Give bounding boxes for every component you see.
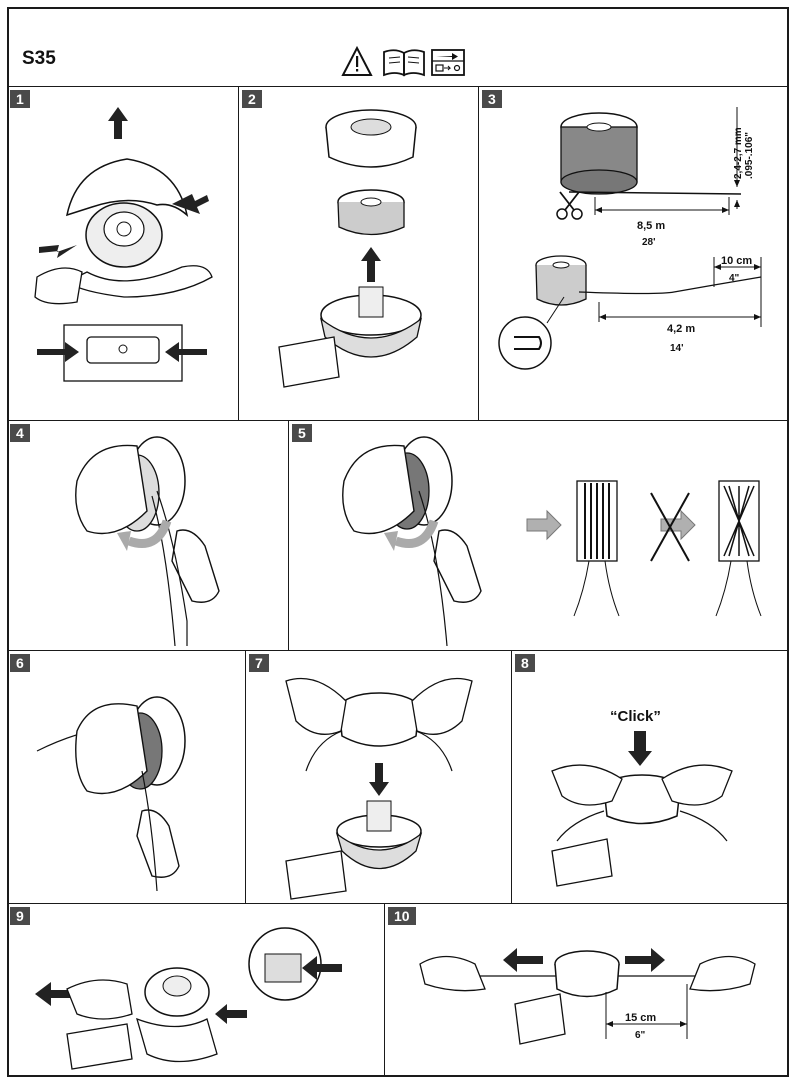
- click-label: “Click”: [610, 708, 661, 725]
- step-panel-8: 8 “Click”: [512, 650, 789, 903]
- line-diameter-mm: 2,4-2,7 mm: [733, 127, 744, 179]
- half-length-ft: 14': [670, 343, 684, 354]
- remaining-length-in: 6": [635, 1030, 646, 1041]
- step-panel-6: 6: [7, 650, 246, 903]
- rotate-arrow-icon: [384, 519, 439, 551]
- step-8-illustration: “Click”: [551, 708, 733, 887]
- step-number-7: 7: [249, 654, 269, 672]
- cross-icon: [650, 492, 690, 562]
- left-arrow-icon: [35, 982, 77, 1006]
- step-4-illustration: [75, 436, 220, 647]
- manual-book-icon: [383, 49, 425, 77]
- step-panel-3: 3 8,5 m 28' 2,4-2,7 mm .095-.106": [479, 86, 789, 420]
- step-6-illustration: [36, 696, 186, 892]
- step-number-4: 4: [10, 424, 30, 442]
- up-arrow-icon: [108, 107, 128, 139]
- step-number-1: 1: [10, 90, 30, 108]
- step-panel-10: 10 15 cm 6": [385, 903, 789, 1077]
- step-number-2: 2: [242, 90, 262, 108]
- step-panel-1: 1: [7, 86, 239, 420]
- step-7-illustration: [285, 677, 473, 900]
- right-arrow-icon: [660, 509, 696, 541]
- step-2-illustration: [278, 109, 423, 388]
- step-10-illustration: 15 cm 6": [419, 948, 756, 1045]
- press-arrow-icon: [39, 245, 77, 258]
- left-arrow-icon: [503, 948, 543, 972]
- scissors-icon: [556, 191, 583, 220]
- line-length-m: 8,5 m: [637, 220, 665, 232]
- model-title: S35: [22, 48, 56, 69]
- half-length-m: 4,2 m: [667, 323, 695, 335]
- end-length-in: 4": [729, 273, 740, 284]
- step-number-3: 3: [482, 90, 502, 108]
- step-panel-2: 2: [239, 86, 479, 420]
- step-9-illustration: [35, 927, 342, 1070]
- press-arrow-icon: [172, 194, 209, 214]
- step-number-10: 10: [388, 907, 416, 925]
- step-panel-5: 5: [289, 420, 789, 650]
- step-3-illustration: 8,5 m 28' 2,4-2,7 mm .095-.106" 10 cm 4"…: [498, 107, 762, 370]
- press-arrow-icon: [302, 956, 342, 980]
- step-number-8: 8: [515, 654, 535, 672]
- header-icons: [341, 45, 465, 77]
- tool-box-icon: [431, 49, 465, 76]
- remaining-length-cm: 15 cm: [625, 1012, 656, 1024]
- line-diameter-in: .095-.106": [744, 132, 755, 179]
- step-1-illustration: [34, 107, 213, 382]
- press-arrow-icon: [215, 1004, 247, 1024]
- step-panel-9: 9: [7, 903, 385, 1077]
- step-number-5: 5: [292, 424, 312, 442]
- rotate-arrow-icon: [117, 519, 172, 551]
- step-number-6: 6: [10, 654, 30, 672]
- page-frame: [7, 7, 789, 1077]
- right-arrow-icon: [625, 948, 665, 972]
- line-length-ft: 28': [642, 237, 656, 248]
- step-panel-7: 7: [246, 650, 512, 903]
- right-arrow-icon: [526, 509, 562, 541]
- end-length-cm: 10 cm: [721, 255, 752, 267]
- step-5-illustration: [342, 436, 762, 647]
- warning-icon: [341, 45, 373, 76]
- step-number-9: 9: [10, 907, 30, 925]
- step-panel-4: 4: [7, 420, 289, 650]
